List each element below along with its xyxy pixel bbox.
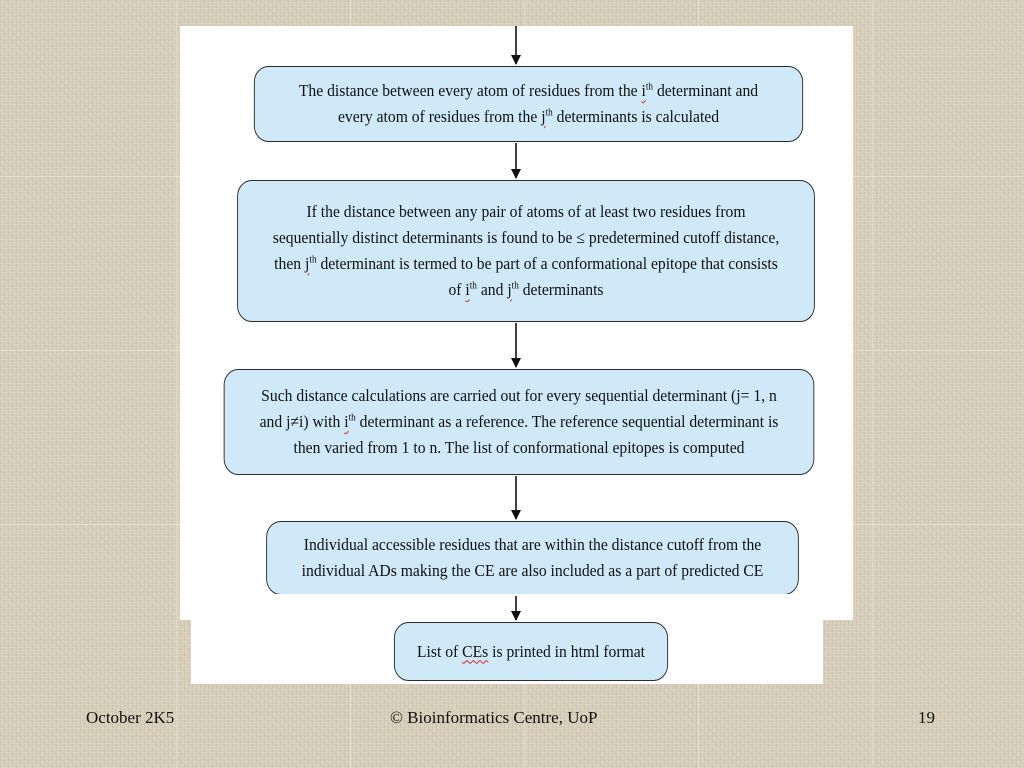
flowchart-step-1: The distance between every atom of resid… (253, 66, 804, 142)
step-2-text: If the distance between any pair of atom… (306, 202, 746, 221)
variable-i: i (641, 81, 646, 100)
superscript: th (645, 81, 654, 93)
step-2-text: then (274, 254, 306, 273)
superscript: th (469, 280, 477, 292)
flowchart-step-5: List of CEs is printed in html format (393, 622, 669, 681)
step-5-text: is printed in html format (488, 641, 646, 661)
step-4-text: Individual accessible residues that are … (303, 535, 762, 554)
variable-j: j (541, 107, 546, 126)
superscript: th (545, 107, 553, 119)
variable-i: i (344, 412, 349, 431)
step-1-text: determinants is calculated (552, 107, 720, 126)
step-4-text: individual ADs making the CE are also in… (301, 561, 764, 580)
step-2-text: determinants (518, 280, 604, 299)
superscript: th (511, 280, 519, 292)
step-3-text: then varied from 1 to n. The list of con… (293, 438, 745, 457)
footer-copyright: © Bioinformatics Centre, UoP (390, 708, 598, 727)
superscript: th (309, 254, 317, 266)
step-1-text: determinant and (653, 81, 759, 100)
footer-date: October 2K5 (86, 708, 175, 727)
step-4-clip: Individual accessible residues that are … (180, 26, 853, 594)
step-2-text: and (476, 280, 508, 299)
step-3-text: Such distance calculations are carried o… (261, 386, 777, 405)
step-2-text: determinant is termed to be part of a co… (316, 254, 778, 273)
superscript: th (348, 412, 356, 424)
variable-i: i (465, 280, 470, 299)
footer-page-number: 19 (918, 708, 935, 727)
variable-j: j (305, 254, 310, 273)
flowchart-step-2: If the distance between any pair of atom… (237, 180, 815, 322)
step-5-text: List of (416, 641, 463, 661)
step-2-text: sequentially distinct determinants is fo… (272, 228, 780, 247)
step-1-text: every atom of residues from the (337, 107, 542, 126)
variable-j: j (507, 280, 512, 299)
background-grid-line (176, 0, 177, 768)
flowchart-step-3: Such distance calculations are carried o… (223, 369, 815, 475)
variable-ces: CEs (462, 641, 489, 661)
background-grid-line (872, 0, 873, 768)
step-3-text: and j≠i) with (259, 412, 345, 431)
flowchart-step-4: Individual accessible residues that are … (266, 521, 799, 594)
step-2-text: of (448, 280, 466, 299)
step-1-text: The distance between every atom of resid… (298, 81, 642, 100)
step-3-text: determinant as a reference. The referenc… (355, 412, 779, 431)
